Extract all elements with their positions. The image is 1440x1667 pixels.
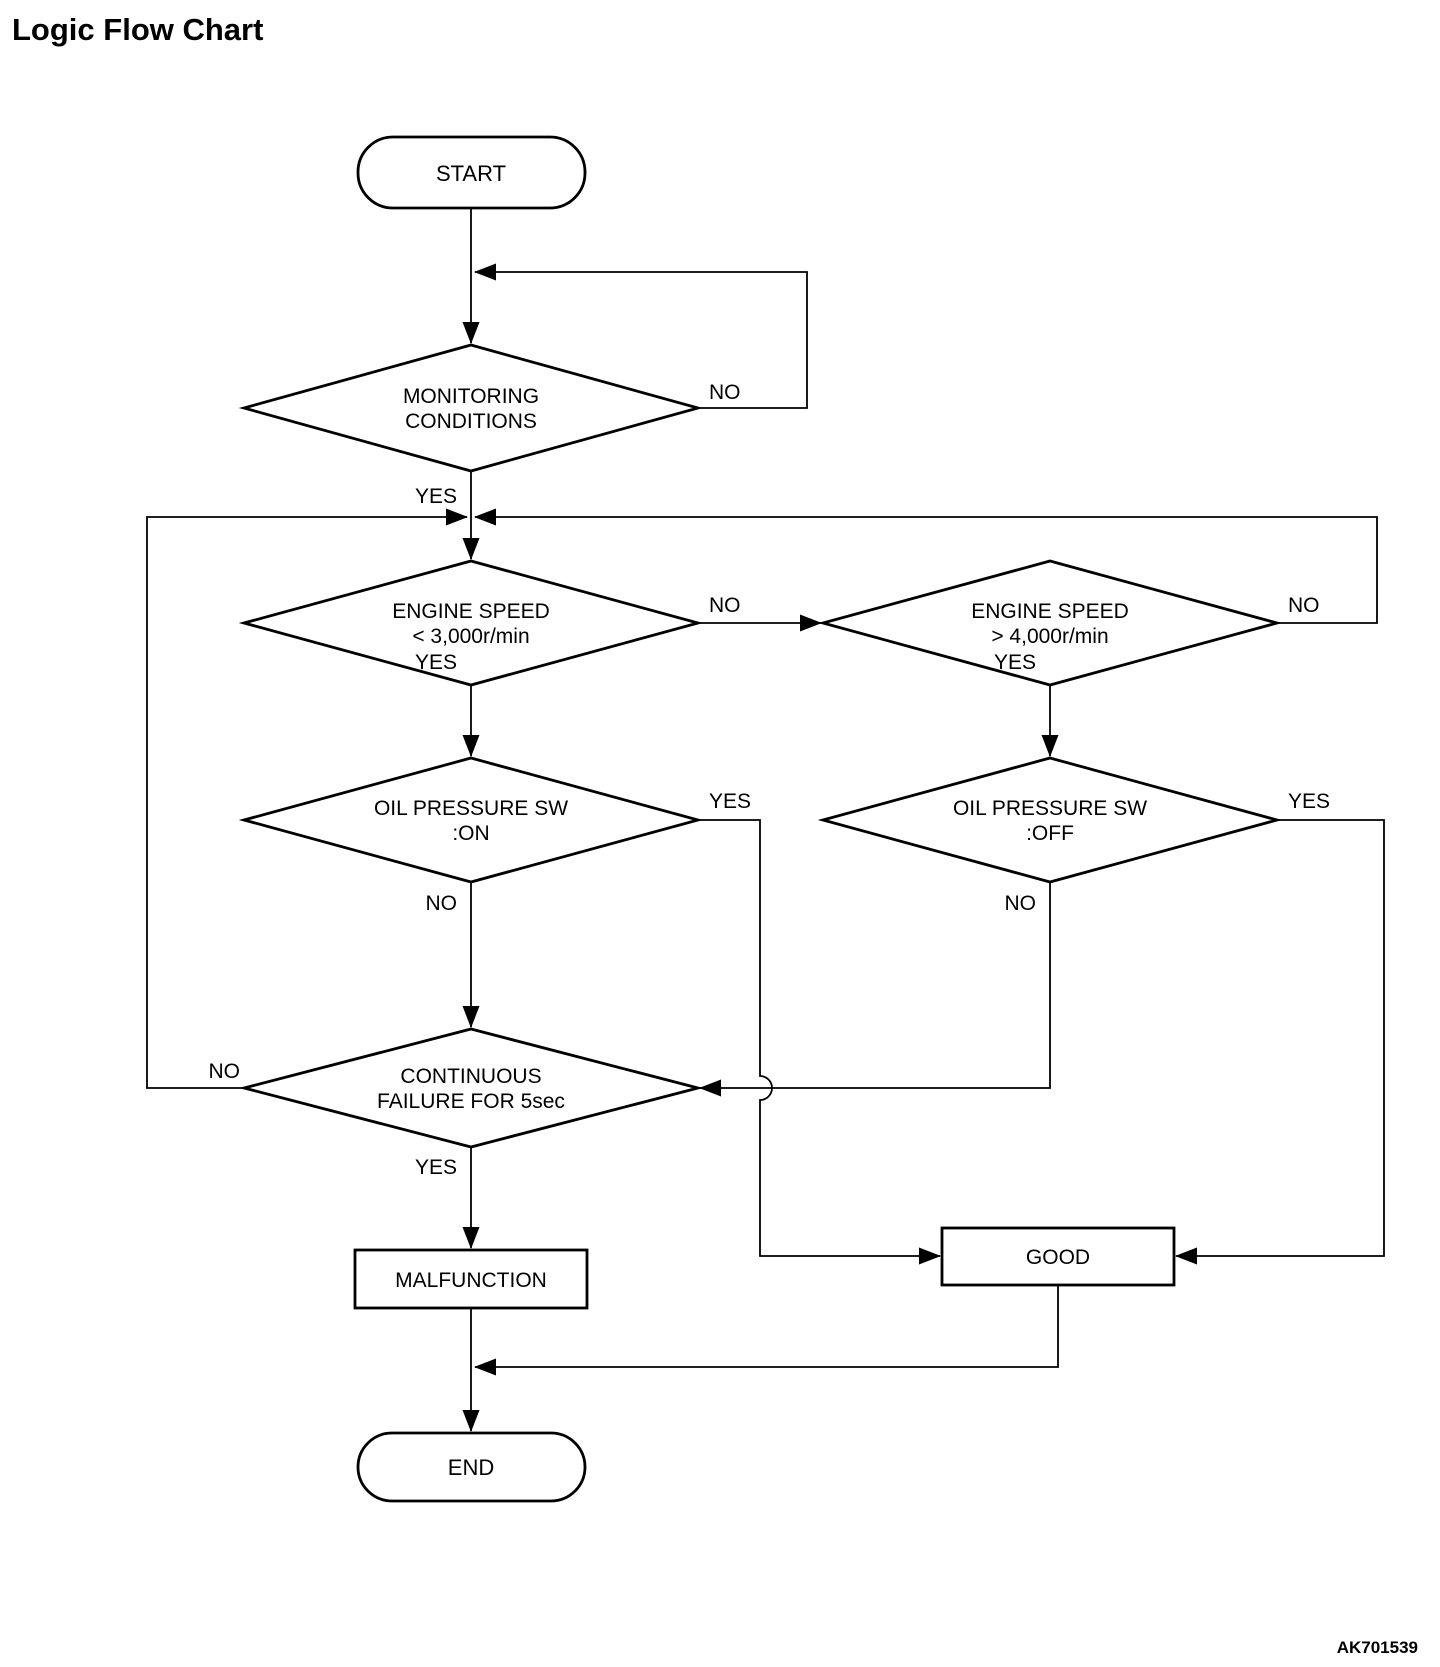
node-start: START bbox=[356, 135, 587, 210]
oil-pressure-on-no-label: NO bbox=[426, 892, 458, 915]
oil-pressure-on-label-line2: :ON bbox=[452, 822, 489, 845]
node-malfunction: MALFUNCTION bbox=[353, 1248, 589, 1310]
continuous-failure-decision-shape bbox=[238, 1027, 704, 1149]
engine-speed-low-no-label: NO bbox=[709, 594, 741, 617]
engine-speed-high-yes-label: YES bbox=[994, 651, 1036, 674]
node-oil-pressure-on: OIL PRESSURE SW :ON bbox=[238, 756, 704, 884]
engine-speed-high-no-label: NO bbox=[1288, 594, 1320, 617]
continuous-failure-yes-label: YES bbox=[415, 1156, 457, 1179]
node-monitoring-conditions: MONITORING CONDITIONS bbox=[238, 343, 704, 473]
engine-speed-low-decision-shape bbox=[238, 559, 704, 687]
engine-speed-high-label-line2: > 4,000r/min bbox=[991, 625, 1108, 648]
edge-oil-on-yes-to-good bbox=[698, 819, 941, 1265]
edge-oil-off-no bbox=[699, 882, 1051, 1097]
engine-speed-high-decision-shape bbox=[817, 559, 1283, 687]
node-engine-speed-high: ENGINE SPEED > 4,000r/min bbox=[817, 559, 1283, 687]
edge-engine-speed-high-no-loop bbox=[474, 508, 1378, 624]
oil-pressure-off-label-line1: OIL PRESSURE SW bbox=[953, 797, 1147, 820]
edge-good-to-merge bbox=[474, 1285, 1059, 1376]
flow-edges bbox=[146, 208, 1385, 1432]
good-process-shape bbox=[940, 1226, 1176, 1287]
node-engine-speed-low: ENGINE SPEED < 3,000r/min bbox=[238, 559, 704, 687]
malfunction-label: MALFUNCTION bbox=[395, 1269, 547, 1292]
edge-oil-off-yes-to-good bbox=[1175, 819, 1385, 1265]
good-label: GOOD bbox=[1026, 1246, 1090, 1269]
engine-speed-high-label-line1: ENGINE SPEED bbox=[971, 600, 1129, 623]
oil-pressure-off-yes-label: YES bbox=[1288, 790, 1330, 813]
engine-speed-low-yes-label: YES bbox=[415, 651, 457, 674]
start-terminal-shape bbox=[356, 135, 587, 210]
oil-pressure-off-decision-shape bbox=[817, 756, 1283, 884]
monitoring-decision-shape bbox=[238, 343, 704, 473]
edge-labels: NO YES NO YES NO YES YES NO YES NO NO YE… bbox=[209, 381, 1331, 1179]
end-terminal-shape bbox=[356, 1431, 587, 1503]
node-end: END bbox=[356, 1431, 587, 1503]
figure-code: AK701539 bbox=[1337, 1638, 1418, 1657]
continuous-failure-label-line1: CONTINUOUS bbox=[400, 1065, 541, 1088]
monitoring-label-line1: MONITORING bbox=[403, 385, 539, 408]
engine-speed-low-label-line1: ENGINE SPEED bbox=[392, 600, 550, 623]
malfunction-process-shape bbox=[353, 1248, 589, 1310]
continuous-failure-no-label: NO bbox=[209, 1060, 241, 1083]
continuous-failure-label-line2: FAILURE FOR 5sec bbox=[377, 1090, 565, 1113]
edge-continuous-failure-no-loop bbox=[146, 508, 468, 1089]
oil-pressure-on-decision-shape bbox=[238, 756, 704, 884]
monitoring-yes-label: YES bbox=[415, 485, 457, 508]
edge-monitoring-no-loop bbox=[474, 263, 808, 409]
end-label: END bbox=[448, 1455, 494, 1480]
engine-speed-low-label-line2: < 3,000r/min bbox=[412, 625, 529, 648]
monitoring-no-label: NO bbox=[709, 381, 741, 404]
oil-pressure-on-label-line1: OIL PRESSURE SW bbox=[374, 797, 568, 820]
node-continuous-failure: CONTINUOUS FAILURE FOR 5sec bbox=[238, 1027, 704, 1149]
oil-pressure-off-label-line2: :OFF bbox=[1026, 822, 1074, 845]
page-title: Logic Flow Chart bbox=[12, 12, 263, 47]
oil-pressure-off-no-label: NO bbox=[1005, 892, 1037, 915]
node-oil-pressure-off: OIL PRESSURE SW :OFF bbox=[817, 756, 1283, 884]
oil-pressure-on-yes-label: YES bbox=[709, 790, 751, 813]
start-label: START bbox=[436, 161, 506, 186]
monitoring-label-line2: CONDITIONS bbox=[405, 410, 537, 433]
node-good: GOOD bbox=[940, 1226, 1176, 1287]
